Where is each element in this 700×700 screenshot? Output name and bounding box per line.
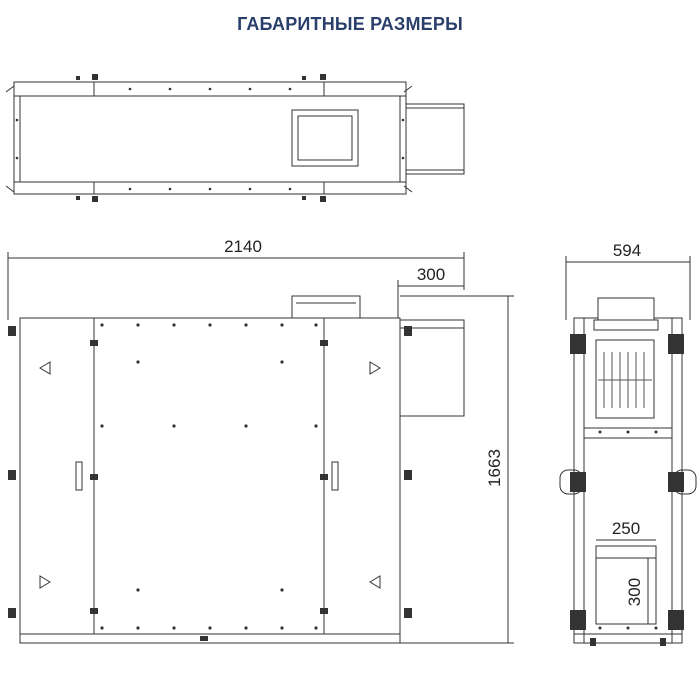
page-title: ГАБАРИТНЫЕ РАЗМЕРЫ	[237, 14, 463, 34]
width-dimension-label: 2140	[224, 237, 262, 256]
opening-width-dimension-label: 250	[612, 519, 640, 538]
height-dimension-label: 1663	[485, 449, 504, 487]
side-width-dimension-label: 594	[613, 241, 641, 260]
duct-offset-dimension-label: 300	[417, 265, 445, 284]
side-view	[559, 256, 697, 646]
top-view	[5, 74, 465, 202]
front-view	[7, 252, 514, 644]
opening-height-dimension-label: 300	[625, 578, 644, 606]
